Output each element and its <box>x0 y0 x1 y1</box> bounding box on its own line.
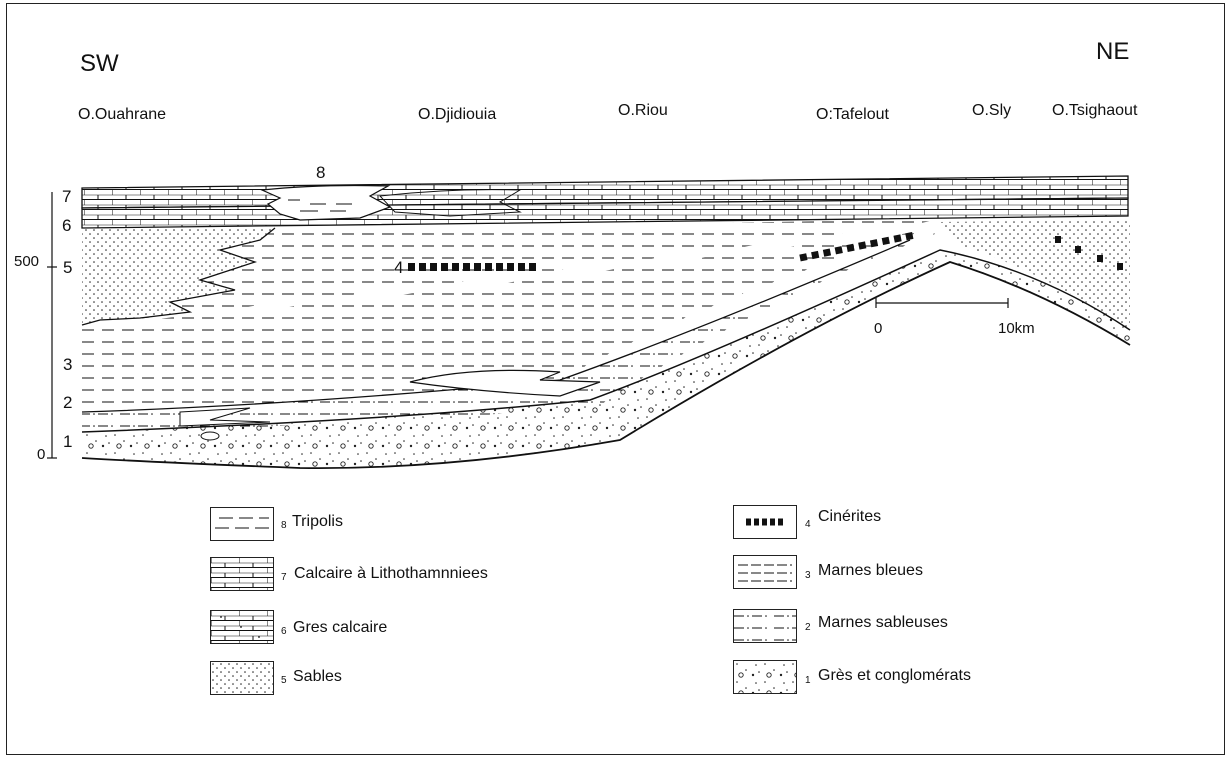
legend-swatch-calcaire-lithothamniees <box>210 557 274 591</box>
legend-swatch-marnes-sableuses <box>733 609 797 643</box>
legend-num-1: 1 <box>805 675 811 686</box>
cinerites-block-2 <box>1075 246 1081 253</box>
legend-label-marnes-sableuses: Marnes sableuses <box>818 614 948 632</box>
legend-num-2: 2 <box>805 622 811 633</box>
legend-num-3: 3 <box>805 570 811 581</box>
legend-swatch-gres-calcaire <box>210 610 274 644</box>
legend-num-6: 6 <box>281 626 287 637</box>
legend-label-cinerites: Cinérites <box>818 508 881 526</box>
legend-label-calcaire-lithothamniees: Calcaire à Lithothamnniees <box>294 565 488 583</box>
cinerites-block-1 <box>1055 236 1061 243</box>
legend-swatch-sables <box>210 661 274 695</box>
legend-swatch-gres-conglomerats <box>733 660 797 694</box>
pebble-lens <box>201 432 219 440</box>
cinerites-block-3 <box>1097 255 1103 262</box>
legend-num-8: 8 <box>281 520 287 531</box>
legend-num-7: 7 <box>281 572 287 583</box>
legend-num-5: 5 <box>281 675 287 686</box>
legend-label-marnes-bleues: Marnes bleues <box>818 562 923 580</box>
legend-swatch-tripolis <box>210 507 274 541</box>
legend-swatch-marnes-bleues <box>733 555 797 589</box>
legend-label-gres-conglomerats: Grès et conglomérats <box>818 667 971 685</box>
legend-num-4: 4 <box>805 519 811 530</box>
legend-label-tripolis: Tripolis <box>292 513 343 531</box>
legend-swatch-cinerites <box>733 505 797 539</box>
legend-label-gres-calcaire: Gres calcaire <box>293 619 387 637</box>
cinerites-block-4 <box>1117 263 1123 270</box>
legend-label-sables: Sables <box>293 668 342 686</box>
